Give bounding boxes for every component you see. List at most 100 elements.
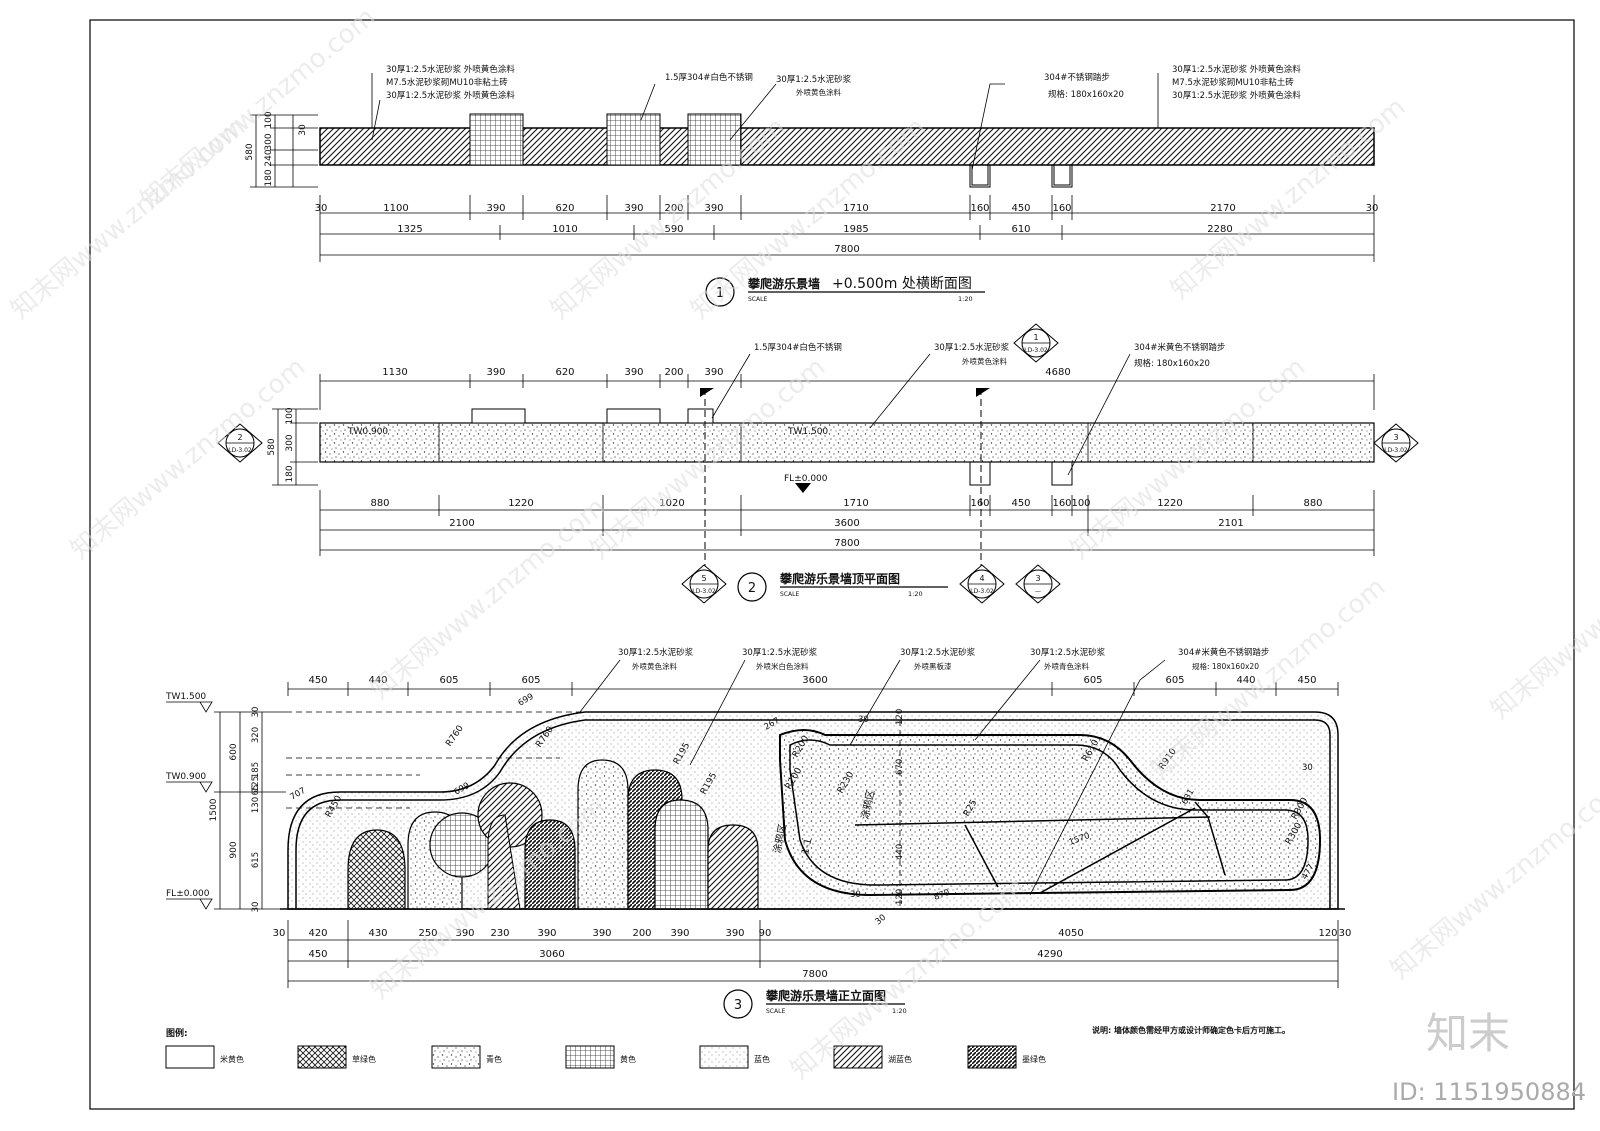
- plan-steps: [969, 462, 1073, 486]
- view2-plan: [217, 323, 1419, 604]
- legend-item: 湖蓝色: [888, 1054, 912, 1064]
- dim-label: 240: [264, 149, 274, 166]
- view-title: 攀爬游乐景墙正立面图: [766, 988, 886, 1003]
- dim-label: 300: [285, 434, 295, 451]
- dim-label: 30: [858, 715, 869, 725]
- scale-value: 1:20: [958, 295, 973, 303]
- section-marker-number: 5: [701, 574, 706, 583]
- dim-label: 30: [251, 902, 261, 913]
- scale-label: SCALE: [766, 1008, 785, 1015]
- dim-label: 160: [1052, 498, 1071, 509]
- scale-label: SCALE: [780, 591, 799, 598]
- dim-label: 390: [486, 367, 505, 378]
- view-number: 3: [734, 998, 742, 1013]
- diagonal-watermark: 知末网www.znzmo.com: [365, 492, 611, 705]
- level-label: TW1.500: [165, 692, 206, 702]
- material-note: 外喷米白色涂料: [756, 661, 809, 671]
- dim-label: 620: [555, 203, 574, 214]
- material-note: 外喷黑板漆: [914, 661, 952, 671]
- legend-item: 墨绿色: [1022, 1054, 1046, 1064]
- dim-label: 160: [1052, 203, 1071, 214]
- dim-label: 707: [289, 786, 308, 803]
- dim-label: 2280: [1207, 224, 1232, 235]
- section-marker-ref: LD-3.02: [1024, 347, 1048, 354]
- dim-label: 390: [537, 928, 556, 939]
- diagonal-watermark: 知末网www.znzmo.com: [65, 352, 311, 565]
- scale-label: SCALE: [748, 296, 767, 303]
- drawing-frame: [89, 19, 1575, 1110]
- dim-label: 230: [490, 928, 509, 939]
- dim-label: 120: [895, 889, 905, 905]
- dim-label: 300: [264, 133, 274, 150]
- dim-label: 1985: [843, 224, 868, 235]
- dim-label: 1130: [382, 367, 407, 378]
- dim-label: 600: [229, 743, 239, 760]
- dim-label: 450: [308, 675, 327, 686]
- brand-watermark: 知末: [1425, 1009, 1510, 1058]
- diagonal-watermark: 知末网www.znzmo.com: [135, 2, 381, 215]
- step-2: [1051, 165, 1073, 188]
- dim-label: 7800: [834, 538, 859, 549]
- dim-label: 450: [1297, 675, 1316, 686]
- material-note: 1.5厚304#白色不锈钢: [754, 342, 842, 353]
- dim-label: 900: [229, 841, 239, 858]
- dim-label: 880: [1303, 498, 1322, 509]
- material-note: 外喷黄色涂料: [962, 356, 1007, 366]
- legend-item: 青色: [486, 1054, 502, 1064]
- section-marker-ref: LD-3.02: [1384, 447, 1408, 454]
- material-note: 外喷黄色涂料: [632, 661, 677, 671]
- dim-label: 2101: [1218, 518, 1243, 529]
- dim-label: 30: [273, 928, 286, 939]
- dim-label: 7800: [802, 969, 827, 980]
- legend-item: 米黄色: [220, 1054, 244, 1064]
- radius-label: R760: [444, 724, 466, 749]
- dim-label: 160: [970, 203, 989, 214]
- dim-label: 1325: [397, 224, 422, 235]
- dim-label: 450: [1011, 498, 1030, 509]
- section-marker-ref: —: [1035, 588, 1041, 595]
- dim-label: 7800: [834, 244, 859, 255]
- section-marker-number: 3: [1035, 574, 1040, 583]
- material-note: 304#米黄色不锈钢踏步: [1134, 342, 1225, 353]
- dim-label: 30: [315, 203, 328, 214]
- dim-label: 100: [285, 407, 295, 424]
- dim-label: 450: [308, 949, 327, 960]
- dim-label: 390: [486, 203, 505, 214]
- dim-label: 1710: [843, 203, 868, 214]
- level-label: TW0.900: [165, 772, 206, 782]
- dim-label: 30: [1366, 203, 1379, 214]
- level-label: FL±0.000: [166, 889, 210, 899]
- dim-label: 2100: [449, 518, 474, 529]
- dim-label: 130: [251, 797, 261, 813]
- dim-label: 1010: [552, 224, 577, 235]
- id-watermark: ID: 1151950884: [1392, 1078, 1586, 1106]
- level-label: TW0.900: [347, 427, 388, 437]
- dim-label: 30: [850, 890, 861, 900]
- dim-label: 100: [1071, 498, 1090, 509]
- dim-label: 1020: [659, 498, 684, 509]
- section-marker-ref: LD-3.02: [692, 588, 716, 595]
- dim-label: 440: [895, 844, 905, 860]
- dim-label: 605: [1083, 675, 1102, 686]
- dim-label: 200: [632, 928, 651, 939]
- dim-label: 125: [251, 776, 261, 792]
- dim-label: 180: [285, 465, 295, 482]
- material-note: 规格: 180x160x20: [1048, 89, 1124, 100]
- dim-label: 670: [895, 759, 905, 775]
- section-marker-number: 3: [1393, 433, 1398, 442]
- steel-block-2: [606, 113, 661, 166]
- legend-title: 图例:: [166, 1027, 188, 1039]
- view-number: 2: [748, 581, 756, 596]
- dim-label: 120: [895, 709, 905, 725]
- dim-label: 390: [455, 928, 474, 939]
- material-note: 30厚1:2.5水泥砂浆: [900, 647, 976, 658]
- dim-label: 605: [1165, 675, 1184, 686]
- wall-plan-band: [319, 422, 1375, 463]
- material-note: 30厚1:2.5水泥砂浆: [742, 647, 818, 658]
- steel-block-1: [469, 113, 524, 166]
- legend-item: 草绿色: [352, 1054, 376, 1064]
- view-title-suffix: +0.500m 处横断面图: [832, 276, 972, 292]
- dim-label: 4680: [1045, 367, 1070, 378]
- material-note: 30厚1:2.5水泥砂浆: [1030, 647, 1106, 658]
